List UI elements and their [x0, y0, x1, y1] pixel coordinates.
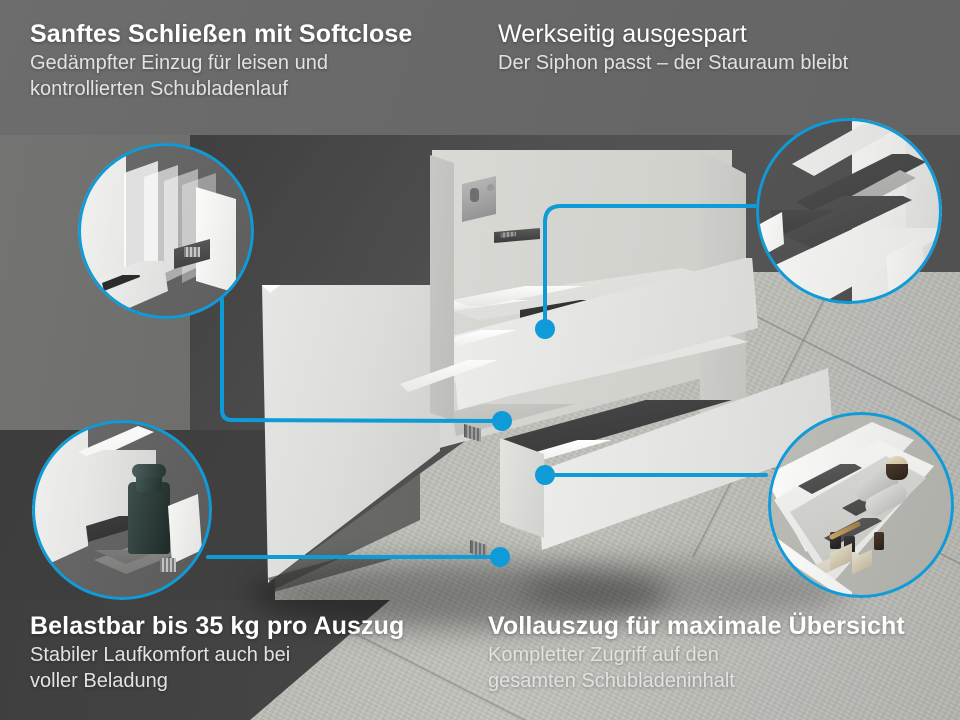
- feature-body-extension-line1: Kompletter Zugriff auf den: [488, 644, 719, 666]
- lower-drawer-side-wall: [500, 438, 544, 538]
- feature-text-load-capacity: Belastbar bis 35 kg pro Auszug Stabiler …: [30, 612, 404, 694]
- header-backdrop: [0, 0, 960, 135]
- feature-text-full-extension: Vollauszug für maximale Übersicht Komple…: [488, 612, 905, 694]
- feature-heading-siphon: Werkseitig ausgespart: [498, 20, 747, 48]
- bracket-slot: [470, 188, 479, 202]
- feature-body-softclose-line2: kontrollierten Schubladenlauf: [30, 77, 288, 100]
- feature-body-siphon-line1: Der Siphon passt – der Stauraum bleibt: [498, 52, 849, 74]
- connector-dot-softclose: [492, 411, 512, 431]
- feature-text-softclose: Sanftes Schließen mit Softclose Gedämpft…: [30, 20, 412, 102]
- feature-text-siphon: Werkseitig ausgespart Der Siphon passt –…: [498, 20, 848, 77]
- wall-mount-bracket: [462, 176, 496, 222]
- feature-body-load-line1: Stabiler Laufkomfort auch bei: [30, 644, 291, 666]
- bracket-screw: [487, 184, 494, 191]
- feature-body-extension-line2: gesamten Schubladeninhalt: [488, 669, 735, 692]
- connector-dot-siphon: [535, 319, 555, 339]
- callout-siphon-image: [756, 118, 942, 304]
- feature-body-load-line2: voller Beladung: [30, 669, 168, 692]
- feature-heading-load-capacity: Belastbar bis 35 kg pro Auszug: [30, 612, 405, 640]
- connector-dot-extension: [535, 465, 555, 485]
- feature-body-softclose-line1: Gedämpfter Einzug für leisen und: [30, 52, 328, 74]
- callout-full-extension[interactable]: [768, 412, 954, 598]
- callout-softclose-image: [78, 143, 254, 319]
- connector-dot-load: [490, 547, 510, 567]
- callout-full-extension-image: [768, 412, 954, 598]
- feature-heading-full-extension: Vollauszug für maximale Übersicht: [488, 612, 905, 640]
- connector-siphon-line: [543, 204, 760, 327]
- feature-heading-softclose: Sanftes Schließen mit Softclose: [30, 20, 413, 48]
- drawer-runner-upper: [494, 228, 540, 243]
- callout-siphon[interactable]: [756, 118, 942, 304]
- callout-load-capacity[interactable]: [32, 420, 212, 600]
- callout-load-capacity-image: [32, 420, 212, 600]
- callout-softclose[interactable]: [78, 143, 254, 319]
